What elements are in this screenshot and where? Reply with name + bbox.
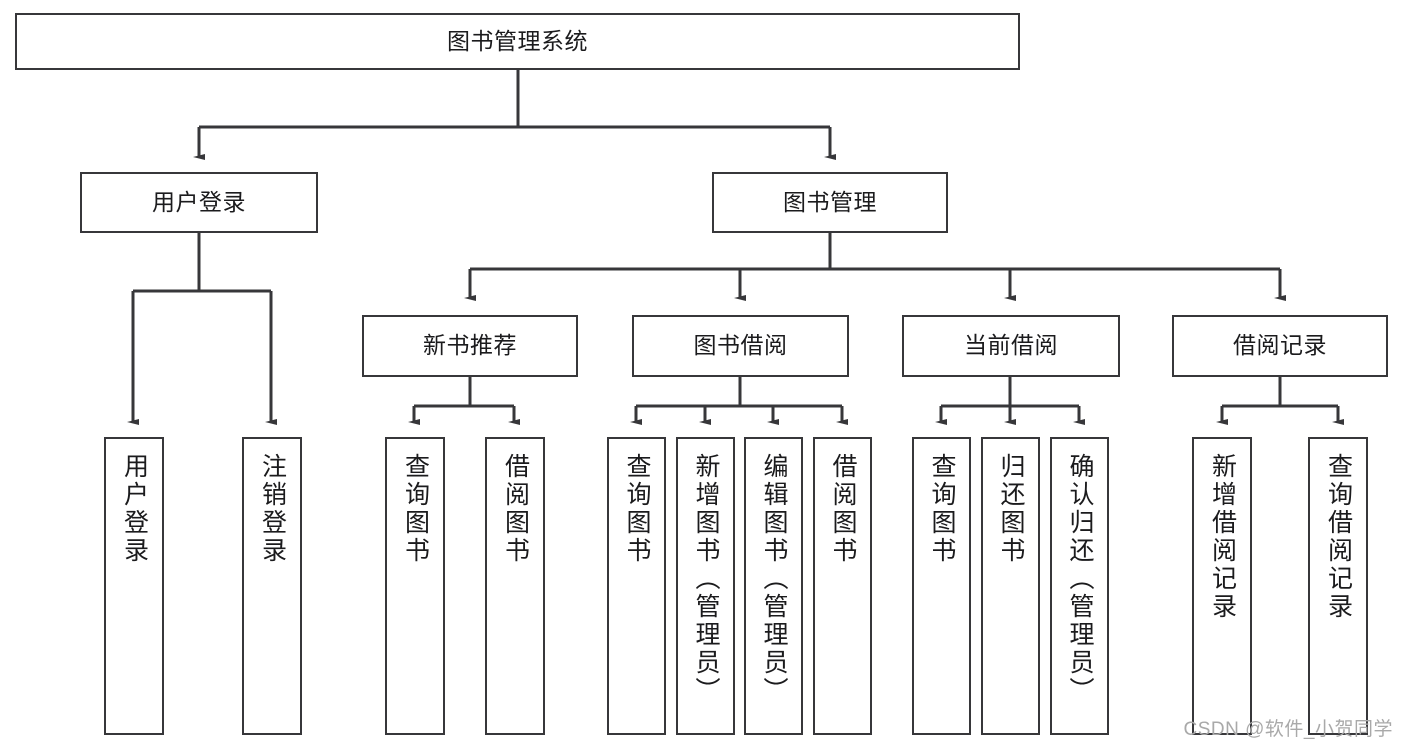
node-root-book-management-system[interactable]: 图书管理系统: [15, 13, 1020, 70]
node-leaf-user-login[interactable]: 用户登录: [104, 437, 164, 735]
node-label: 注销登录: [258, 453, 287, 565]
node-leaf-edit-book-admin[interactable]: 编辑图书（管理员）: [744, 437, 803, 735]
node-label: 用户登录: [120, 453, 149, 565]
node-label: 确认归还（管理员）: [1066, 453, 1094, 705]
node-label: 用户登录: [152, 188, 246, 215]
node-leaf-add-borrow-record[interactable]: 新增借阅记录: [1192, 437, 1252, 735]
node-label: 图书管理系统: [447, 27, 588, 54]
node-label: 新书推荐: [423, 332, 517, 359]
node-label: 编辑图书（管理员）: [760, 453, 788, 705]
node-book-borrow[interactable]: 图书借阅: [632, 315, 849, 377]
node-label: 借阅图书: [829, 453, 857, 565]
node-leaf-borrow-book[interactable]: 借阅图书: [813, 437, 872, 735]
node-leaf-query-borrow-record[interactable]: 查询借阅记录: [1308, 437, 1368, 735]
node-user-login[interactable]: 用户登录: [80, 172, 318, 233]
node-label: 新增借阅记录: [1208, 453, 1237, 621]
node-label: 归还图书: [997, 453, 1025, 565]
node-leaf-add-book-admin[interactable]: 新增图书（管理员）: [676, 437, 735, 735]
node-leaf-return-book[interactable]: 归还图书: [981, 437, 1040, 735]
node-leaf-confirm-return-admin[interactable]: 确认归还（管理员）: [1050, 437, 1109, 735]
node-label: 查询图书: [401, 453, 430, 565]
node-label: 新增图书（管理员）: [692, 453, 720, 705]
node-new-book-recommend[interactable]: 新书推荐: [362, 315, 578, 377]
node-current-borrow[interactable]: 当前借阅: [902, 315, 1120, 377]
node-book-management[interactable]: 图书管理: [712, 172, 948, 233]
node-label: 查询图书: [928, 453, 956, 565]
node-label: 图书管理: [783, 188, 877, 215]
node-label: 当前借阅: [964, 332, 1058, 359]
node-label: 查询图书: [623, 453, 651, 565]
node-label: 查询借阅记录: [1324, 453, 1353, 621]
node-leaf-logout-login[interactable]: 注销登录: [242, 437, 302, 735]
node-leaf-query-book-recommend[interactable]: 查询图书: [385, 437, 445, 735]
node-leaf-borrow-book-recommend[interactable]: 借阅图书: [485, 437, 545, 735]
node-label: 图书借阅: [693, 332, 788, 359]
watermark-text: CSDN @软件_小贺同学: [1183, 719, 1393, 740]
node-leaf-query-book-borrow[interactable]: 查询图书: [607, 437, 666, 735]
node-label: 借阅图书: [501, 453, 530, 565]
node-leaf-query-book-current[interactable]: 查询图书: [912, 437, 971, 735]
node-borrow-record[interactable]: 借阅记录: [1172, 315, 1388, 377]
node-label: 借阅记录: [1233, 332, 1327, 359]
